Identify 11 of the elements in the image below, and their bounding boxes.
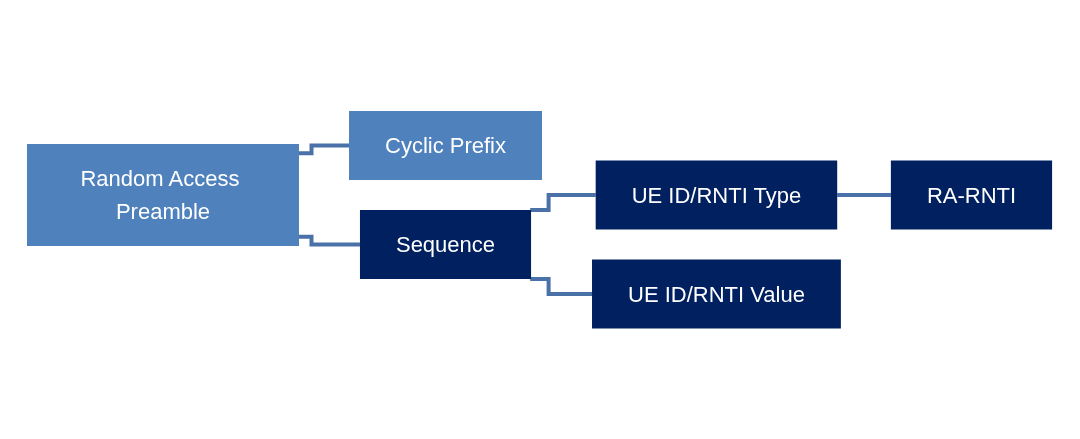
connector: [530, 192, 597, 212]
node-box: Random Access Preamble: [27, 143, 300, 246]
node-box: UE ID/RNTI Value: [592, 259, 842, 329]
node-box: Cyclic Prefix: [349, 110, 543, 180]
connector: [837, 192, 892, 197]
connector: [299, 143, 350, 155]
node-box: Sequence: [360, 209, 532, 279]
connector: [530, 276, 593, 296]
node-box: UE ID/RNTI Type: [596, 160, 838, 230]
node-box: RA-RNTI: [891, 160, 1053, 230]
connector: [299, 234, 361, 247]
